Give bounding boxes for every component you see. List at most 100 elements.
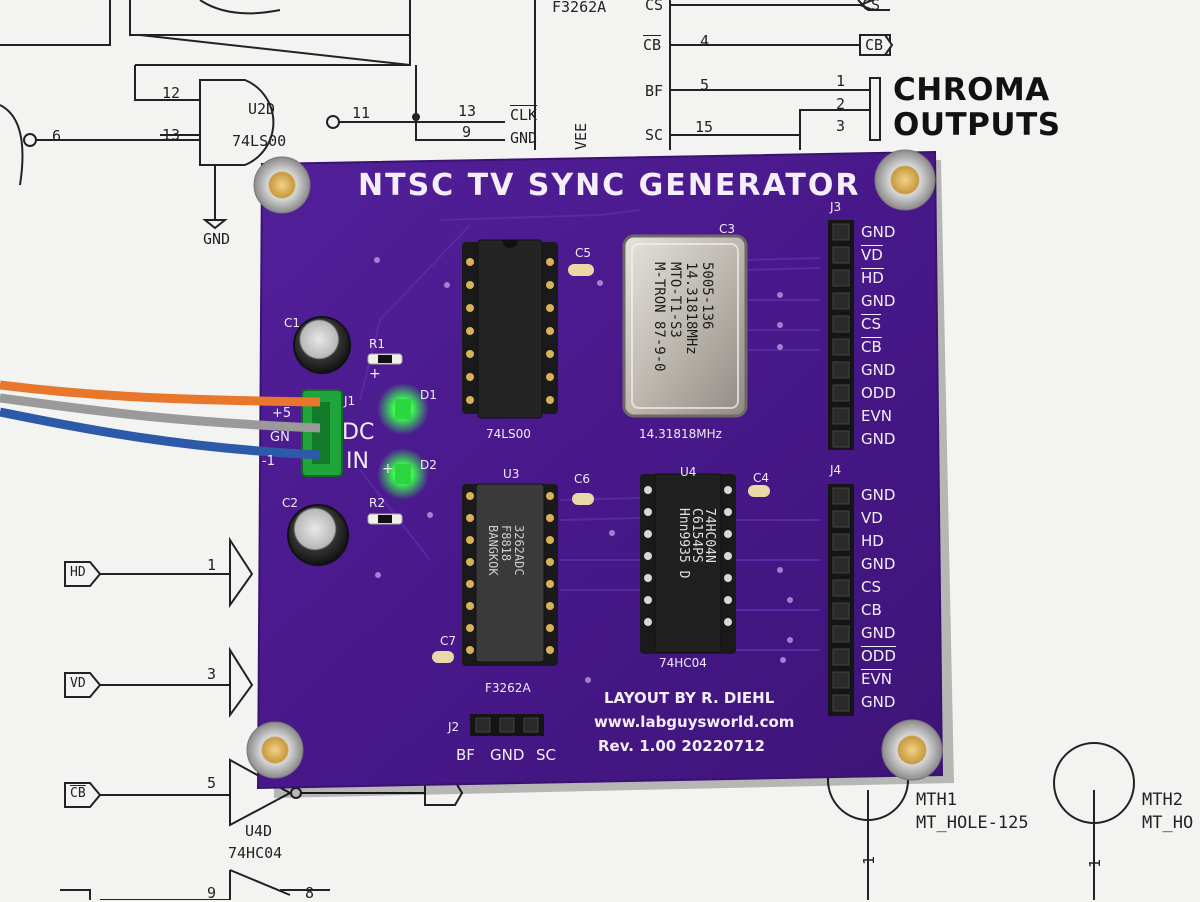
dc-in-label-1: DC [342,420,375,445]
chroma-pin-1: 1 [836,72,846,90]
u3-label: F3262A [485,681,531,695]
j3-pin-label: CB [861,338,882,356]
ref-j4: J4 [830,463,842,477]
mth2-type: MT_HO [1142,813,1194,833]
ref-u3: U3 [503,467,520,481]
ref-r2: R2 [369,496,385,510]
clk-pin-number: 13 [458,102,477,120]
u4d-type: 74HC04 [228,844,283,862]
j3-pin-label: GND [861,292,896,310]
j1-pin-plus5: +5 [272,406,292,421]
ref-j1: J1 [344,394,356,408]
cb-pin-text: CB [643,36,662,54]
j4-pin-label: VD [861,509,883,527]
j3-pin-label: GND [861,361,896,379]
osc-frequency-label: 14.31818MHz [639,427,722,441]
ref-c7: C7 [440,634,457,648]
u4-marking: 74HC04N C6154PS Hnn9935 D [676,508,717,579]
mth2-name: MTH2 [1142,790,1183,810]
cb-net-text: CB [865,36,884,54]
j4-pin-label: GND [861,693,896,711]
mth1-type: MT_HOLE-125 [916,813,1029,833]
cb-pin-label: CB [643,36,661,54]
u3-marking: 3262ADC F8818 BANGKOK [486,525,526,576]
chip-name-label: F3262A [552,0,607,16]
plus-mark-d2: + [382,461,394,477]
inverter-pin: 6 [52,127,62,145]
board-title: NTSC TV SYNC GENERATOR [358,168,861,203]
chroma-pin-2: 2 [836,95,846,113]
gnd-pin-number: 9 [462,123,472,141]
j4-pin-label: CB [861,601,882,619]
j4-pin-label: EVN [861,670,892,688]
ref-c1: C1 [284,316,301,330]
cs-net-flag: CS [862,0,880,14]
sc-pin-label: SC [645,126,664,144]
plus-mark-c1: + [369,366,381,382]
j4-pin-label: CS [861,578,881,596]
bottom-pin-9: 9 [207,884,217,902]
j3-pin-label: HD [861,269,884,287]
dc-in-label-2: IN [346,449,369,474]
ref-c3: C3 [719,222,736,236]
j1-pin-minus: -1 [262,454,275,469]
j2-label-sc: SC [536,746,556,764]
j2-label-gnd: GND [490,746,525,764]
j3-pin-label: VD [861,246,883,264]
u2d-input-pin-1: 12 [162,84,181,102]
cs-pin-text: CS [645,0,664,14]
vd-net-flag: VD [70,676,86,691]
cb-net-flag-bottom: CB [70,786,86,801]
oscillator-marking: 5005-136 14.31818MHz MTO-T1-S3 M-TRON 87… [651,262,715,372]
j1-pin-gnd: GN [270,430,290,445]
u2d-name: U2D [248,100,276,118]
bottom-pin-3: 3 [207,665,217,683]
bf-pin-label: BF [645,82,664,100]
ref-d1: D1 [420,388,437,402]
footer-layout-credit: LAYOUT BY R. DIEHL [604,689,775,707]
ref-j2: J2 [448,720,460,734]
u4d-name: U4D [245,822,273,840]
footer-revision: Rev. 1.00 20220712 [598,737,765,755]
ref-d2: D2 [420,458,437,472]
cb-net-flag-bottom-text: CB [70,786,86,801]
cb-pin-number: 4 [700,32,710,50]
bottom-pin-8: 8 [305,884,315,902]
cs-net-text: CS [862,0,881,14]
ref-c2: C2 [282,496,299,510]
clk-pin-text: CLK [510,106,538,124]
mth1-name: MTH1 [916,790,957,810]
hd-net-flag: HD [70,565,86,580]
clk-pin-label: CLK [510,106,537,124]
j4-pin-label: HD [861,532,884,550]
u2d-input-pin-2: 13 [162,126,181,144]
chroma-title-line-1: CHROMA [893,72,1050,108]
ref-c5: C5 [575,246,592,260]
bottom-pin-5: 5 [207,774,217,792]
u2d-type: 74LS00 [232,132,287,150]
bottom-pin-1: 1 [207,556,217,574]
chroma-title-line-2: OUTPUTS [893,107,1061,143]
j4-pin-label: ODD [861,647,896,665]
ref-c6: C6 [574,472,591,486]
ref-u4: U4 [680,465,697,479]
j3-pin-label: GND [861,430,896,448]
j4-pin-label: GND [861,624,896,642]
cb-net-flag: CB [865,36,883,54]
j4-pin-label: GND [861,486,896,504]
ref-r1: R1 [369,337,385,351]
u2d-output-pin: 11 [352,104,371,122]
j3-pin-label: CS [861,315,881,333]
footer-website: www.labguysworld.com [594,713,795,731]
j3-pin-label: GND [861,223,896,241]
u1-label: 74LS00 [486,427,531,441]
cs-pin-label: CS [645,0,663,14]
bf-pin-number: 5 [700,76,710,94]
u4-label: 74HC04 [659,656,707,670]
ref-j3: J3 [830,200,842,214]
gnd-pin-label: GND [510,129,538,147]
sc-pin-number: 15 [695,118,714,136]
